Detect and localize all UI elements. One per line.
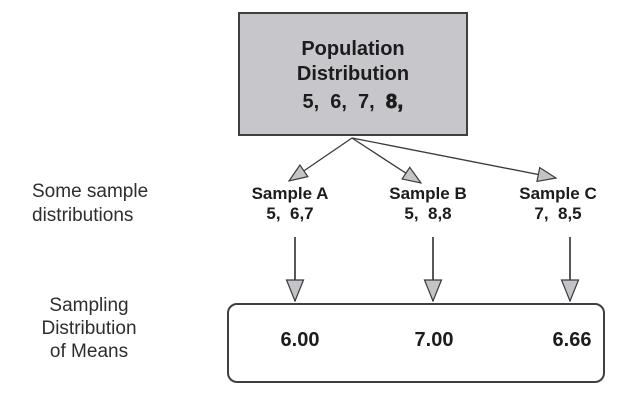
population-values: 5, 6, 7, 8, — [240, 90, 466, 115]
mean-sample-a: 6.00 — [280, 329, 320, 351]
sample-c-values: 7, 8,5 — [534, 204, 582, 223]
row-label-sample-distributions: Some sample distributions — [32, 181, 149, 226]
population-values-prefix: 5, 6, 7, — [302, 91, 386, 113]
mean-sample-b: 7.00 — [414, 329, 454, 351]
sample-b-name: Sample B — [389, 184, 467, 203]
mean-sample-c: 6.66 — [552, 329, 592, 351]
population-box: Population Distribution 5, 6, 7, 8, — [238, 12, 468, 136]
sample-c-name: Sample C — [519, 184, 597, 203]
fan-arrow-sample-c — [351, 137, 556, 178]
sample-a-values: 5, 6,7 — [266, 204, 314, 223]
sample-a-name: Sample A — [251, 184, 329, 203]
sampling-means-box: 6.00 7.00 6.66 — [227, 303, 605, 383]
sample-b-values: 5, 8,8 — [404, 204, 452, 223]
population-title: Population Distribution — [296, 38, 410, 85]
fan-arrow-sample-b — [351, 137, 421, 183]
sample-c: Sample C 7, 8,5 — [500, 184, 616, 224]
population-values-last: 8, — [385, 91, 404, 114]
sample-b: Sample B 5, 8,8 — [370, 184, 486, 224]
fan-arrow-sample-a — [289, 137, 353, 181]
row-label-sampling-distribution: Sampling Distribution of Means — [41, 295, 137, 362]
sample-a: Sample A 5, 6,7 — [232, 184, 348, 224]
